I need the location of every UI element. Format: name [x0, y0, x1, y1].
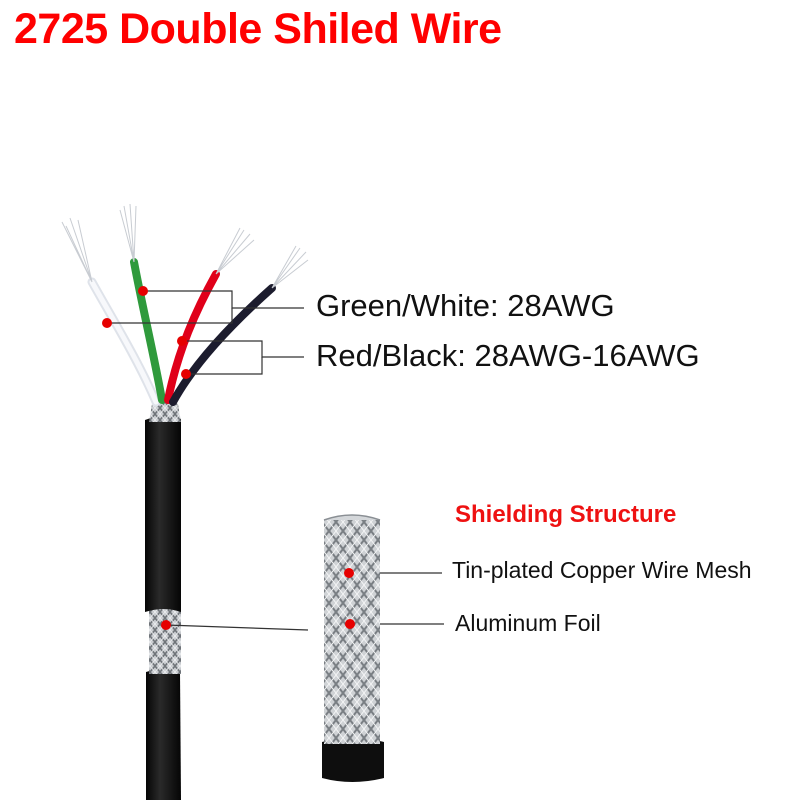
- wire-red: [164, 270, 220, 404]
- detail-braid: [324, 520, 380, 744]
- wire-green: [130, 258, 166, 404]
- marker-black: [181, 369, 191, 379]
- label-copper-mesh: Tin-plated Copper Wire Mesh: [452, 557, 752, 583]
- label-red-black: Red/Black: 28AWG-16AWG: [316, 338, 700, 373]
- marker-foil: [345, 619, 355, 629]
- marker-red: [177, 336, 187, 346]
- cable-jacket-lower: [146, 668, 181, 800]
- marker-dots: [102, 286, 355, 630]
- wire-white-core: [89, 279, 159, 405]
- marker-braid: [161, 620, 171, 630]
- marker-green: [138, 286, 148, 296]
- cable-braid-exposed: [149, 608, 181, 674]
- marker-mesh: [344, 568, 354, 578]
- wire-black: [169, 284, 276, 406]
- label-shielding-structure: Shielding Structure: [455, 501, 677, 528]
- label-aluminum-foil: Aluminum Foil: [455, 610, 601, 636]
- page-title: 2725 Double Shiled Wire: [14, 5, 502, 53]
- detail-jacket-end: [322, 738, 384, 782]
- label-green-white: Green/White: 28AWG: [316, 288, 615, 323]
- cable-jacket-upper: [145, 416, 181, 612]
- marker-white: [102, 318, 112, 328]
- strand-ends: [61, 203, 309, 289]
